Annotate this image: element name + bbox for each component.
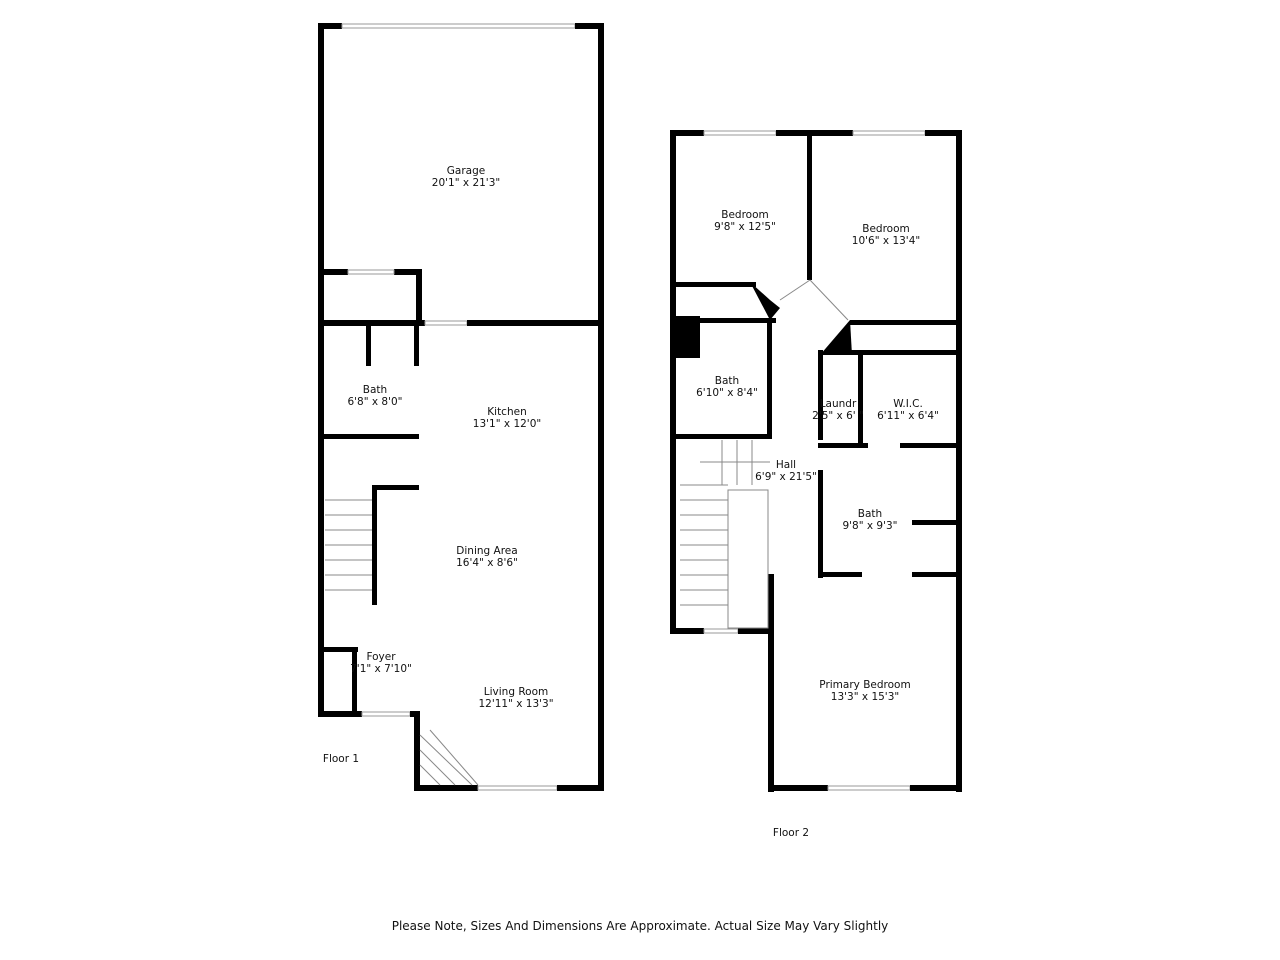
room-name: Foyer bbox=[366, 651, 396, 663]
room-name: W.I.C. bbox=[893, 398, 923, 410]
room-name: Kitchen bbox=[487, 406, 526, 418]
room-name: Dining Area bbox=[456, 545, 517, 557]
room-name: Hall bbox=[776, 459, 796, 471]
room-dims: 9'8" x 12'5" bbox=[714, 221, 776, 233]
floor-label: Floor 2 bbox=[773, 827, 809, 839]
disclaimer: Please Note, Sizes And Dimensions Are Ap… bbox=[391, 919, 889, 933]
room-name: Bedroom bbox=[721, 209, 769, 221]
floor-1-labels: Garage 20'1" x 21'3" Bath 6'8" x 8'0" Ki… bbox=[323, 165, 554, 765]
room-dims: 13'1" x 12'0" bbox=[473, 418, 541, 430]
room-dims: 16'4" x 8'6" bbox=[456, 557, 518, 569]
room-dims: 9'8" x 9'3" bbox=[842, 520, 897, 532]
room-dims: 7'1" x 7'10" bbox=[350, 663, 412, 675]
room-name: Garage bbox=[447, 165, 485, 177]
room-name: Bath bbox=[858, 508, 882, 520]
room-dims: 6'10" x 8'4" bbox=[696, 387, 758, 399]
room-dims: 6'8" x 8'0" bbox=[347, 396, 402, 408]
room-dims: 13'3" x 15'3" bbox=[831, 691, 899, 703]
room-dims: 12'11" x 13'3" bbox=[478, 698, 553, 710]
room-dims: 6'11" x 6'4" bbox=[877, 410, 939, 422]
room-name: Laundr bbox=[820, 398, 857, 410]
room-dims: 2'5" x 6' " bbox=[812, 410, 864, 422]
room-dims: 10'6" x 13'4" bbox=[852, 235, 920, 247]
room-name: Living Room bbox=[484, 686, 548, 698]
floor-2-labels: Bedroom 9'8" x 12'5" Bedroom 10'6" x 13'… bbox=[696, 209, 939, 839]
room-name: Bath bbox=[363, 384, 387, 396]
floor-label: Floor 1 bbox=[323, 753, 359, 765]
room-name: Bath bbox=[715, 375, 739, 387]
room-name: Bedroom bbox=[862, 223, 910, 235]
room-dims: 6'9" x 21'5" bbox=[755, 471, 817, 483]
floor-2-walls bbox=[670, 130, 962, 792]
floor-1-walls bbox=[318, 23, 604, 791]
room-dims: 20'1" x 21'3" bbox=[432, 177, 500, 189]
room-name: Primary Bedroom bbox=[819, 679, 910, 691]
